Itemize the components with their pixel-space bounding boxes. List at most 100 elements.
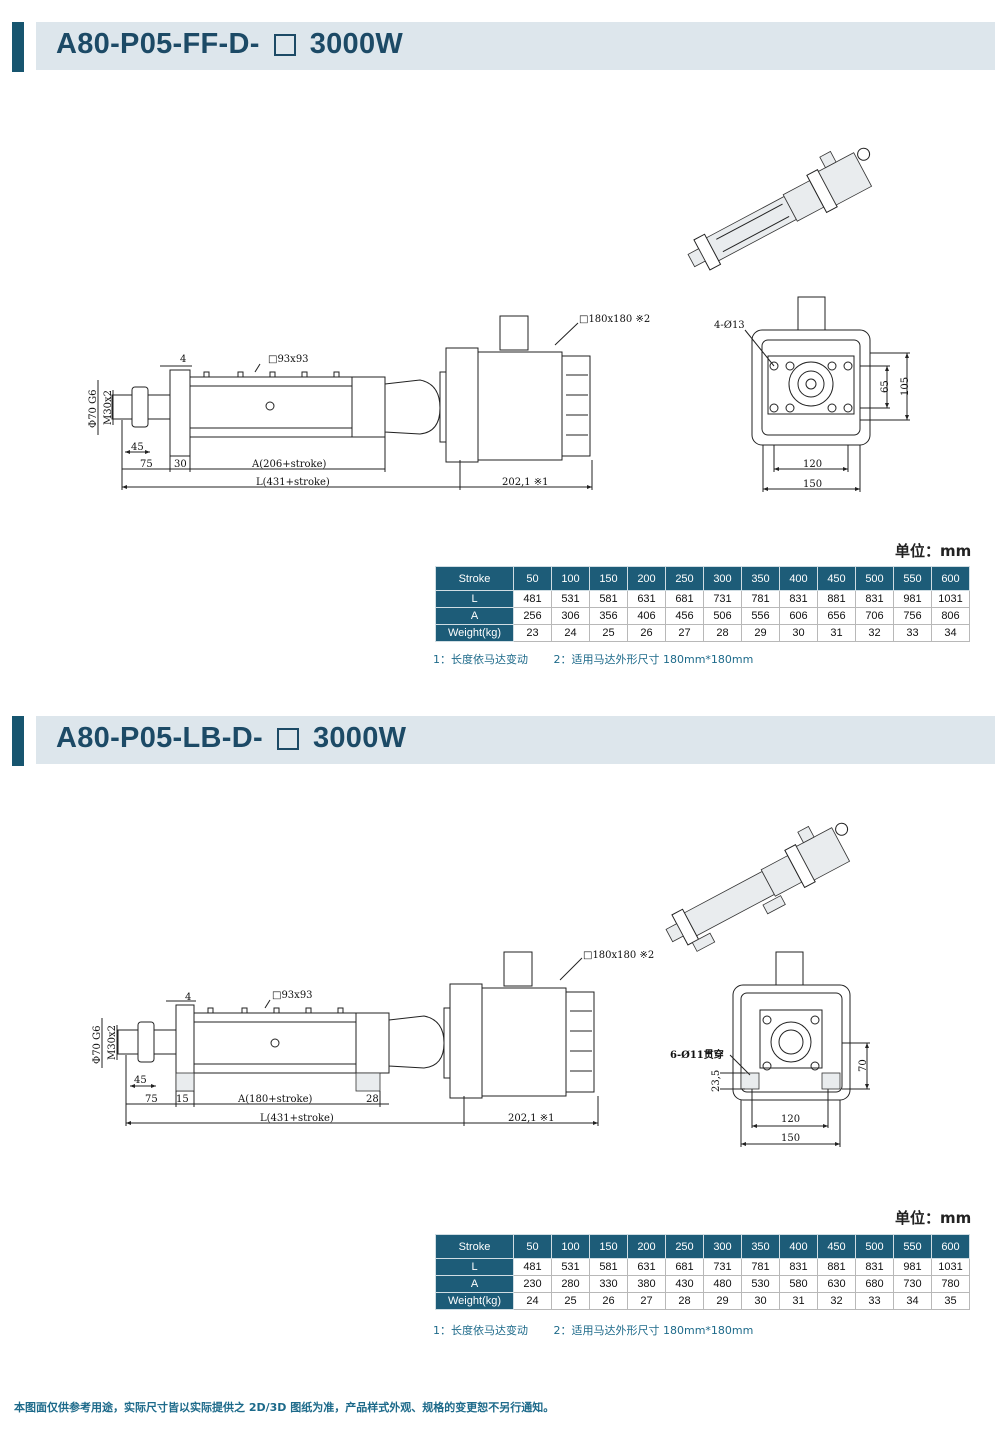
table-cell: 280 [551,1275,590,1293]
side-view: 4 □93x93 □180x180 ※2 45 75 30 A(206+stro… [88,314,650,490]
iso-view [665,822,851,952]
table-cell: 831 [779,590,818,608]
table-cell: 25 [589,624,628,642]
note: 2：适用马达外形尺寸 180mm*180mm [553,1324,754,1337]
power-rating: 3000W [312,722,407,754]
table-cell: 30 [741,1292,780,1310]
header-cell: 350 [741,566,780,591]
table-cell: 31 [779,1292,818,1310]
note: 2：适用马达外形尺寸 180mm*180mm [553,653,754,666]
table-cell: 1031 [931,590,970,608]
table-cell: 981 [893,1258,932,1276]
dim-label: 120 [803,459,822,470]
motor-length-label: 202,1 ※1 [508,1113,555,1124]
dim-label: 105 [900,377,911,396]
unit-label: 单位：mm [895,1209,972,1227]
table-cell: 731 [703,590,742,608]
row-label: A [435,1275,514,1293]
thread-label: M30x2 [107,1025,118,1060]
option-box-icon [276,727,299,750]
header-cell: 100 [551,566,590,591]
dim-label: 150 [781,1133,800,1144]
dim-label: 30 [174,459,187,470]
table-cell: 34 [893,1292,932,1310]
side-view: 4 □93x93 □180x180 ※2 45 75 15 A(180+stro… [92,950,654,1126]
disclaimer-footer: 本图面仅供参考用途，实际尺寸皆以实际提供之 2D/3D 图纸为准，产品样式外观、… [14,1401,555,1414]
table-cell: 781 [741,590,780,608]
section-title-band [36,716,995,764]
section-accent-bar [12,716,24,766]
table-cell: 531 [551,1258,590,1276]
header-cell: 550 [893,1234,932,1259]
iso-view [687,147,873,271]
table-cell: 25 [551,1292,590,1310]
table-cell: 28 [703,624,742,642]
header-cell: 50 [513,1234,552,1259]
table-cell: 35 [931,1292,970,1310]
header-cell: 450 [817,566,856,591]
table-cell: 556 [741,607,780,625]
section-title-band [36,22,995,70]
table-cell: 806 [931,607,970,625]
table-cell: 26 [589,1292,628,1310]
dim-label: 120 [781,1114,800,1125]
header-cell: 550 [893,566,932,591]
tube-size-label: □93x93 [268,354,309,365]
header-cell: 250 [665,566,704,591]
header-cell: 600 [931,1234,970,1259]
table-cell: 581 [589,590,628,608]
table-cell: 630 [817,1275,856,1293]
table-cell: 681 [665,590,704,608]
header-cell: Stroke [435,566,514,591]
dim-L-label: L(431+stroke) [260,1113,334,1124]
header-cell: 100 [551,1234,590,1259]
table-cell: 580 [779,1275,818,1293]
table-cell: 31 [817,624,856,642]
table-cell: 731 [703,1258,742,1276]
table-cell: 631 [627,1258,666,1276]
dim-label: 4 [180,354,186,365]
table-cell: 306 [551,607,590,625]
header-cell: 500 [855,566,894,591]
dim-label: 75 [140,459,153,470]
dim-A-label: A(206+stroke) [251,459,327,470]
row-label: L [435,1258,514,1276]
motor-size-label: □180x180 ※2 [579,314,650,325]
table-cell: 656 [817,607,856,625]
table-cell: 530 [741,1275,780,1293]
table-cell: 756 [893,607,932,625]
dim-label: 28 [366,1094,379,1105]
model-prefix: A80-P05-FF-D- [56,28,260,60]
header-cell: 400 [779,566,818,591]
holes-label: 6-Ø11贯穿 [670,1048,724,1061]
front-view: 4-Ø13 65 105 120 150 [714,296,911,492]
dim-label: 45 [131,442,144,453]
table-cell: 27 [627,1292,666,1310]
table-cell: 29 [741,624,780,642]
table-cell: 406 [627,607,666,625]
header-cell: 450 [817,1234,856,1259]
header-cell: 300 [703,566,742,591]
section-title: A80-P05-LB-D- 3000W [56,722,406,755]
table-cell: 27 [665,624,704,642]
table-cell: 480 [703,1275,742,1293]
table-cell: 881 [817,1258,856,1276]
unit-label: 单位：mm [895,542,972,560]
motor-length-label: 202,1 ※1 [502,477,549,488]
thread-label: M30x2 [103,390,114,425]
table-cell: 24 [551,624,590,642]
table-cell: 730 [893,1275,932,1293]
dim-A-label: A(180+stroke) [237,1094,313,1105]
front-view: 6-Ø11贯穿 23,5 70 120 150 [670,951,870,1147]
table-cell: 881 [817,590,856,608]
table-cell: 581 [589,1258,628,1276]
table-cell: 32 [817,1292,856,1310]
table-cell: 26 [627,624,666,642]
dim-label: 75 [145,1094,158,1105]
power-rating: 3000W [309,28,404,60]
header-cell: 200 [627,566,666,591]
